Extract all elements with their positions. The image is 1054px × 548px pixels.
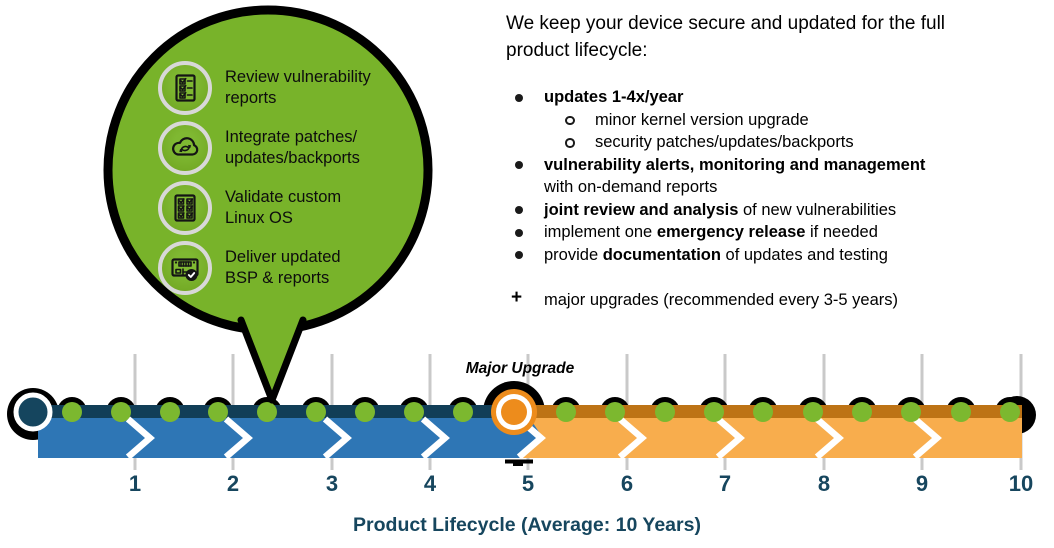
timeline-start-marker	[13, 392, 53, 432]
major-upgrade-marker	[491, 389, 537, 435]
bubble-item-validate: Validate custom Linux OS	[158, 180, 371, 236]
bubble-tail	[237, 316, 307, 404]
year-label: 7	[719, 471, 731, 496]
year-label: 4	[424, 471, 437, 496]
bullet-circle-icon	[565, 138, 575, 148]
year-label: 9	[916, 471, 928, 496]
bullet-text: major upgrades (recommended every 3-5 ye…	[544, 291, 898, 309]
bullet-text: of updates and testing	[720, 245, 888, 264]
board-report-icon	[158, 241, 212, 295]
bubble-item-label: Deliver updated BSP & reports	[225, 248, 341, 287]
bullet-text: documentation	[602, 245, 721, 264]
list-item: vulnerability alerts, monitoring and man…	[506, 154, 1011, 199]
bubble-item-list: Review vulnerability reports Integrate p…	[158, 60, 371, 296]
cloud-sync-icon	[158, 121, 212, 175]
year-label: 3	[326, 471, 338, 496]
year-label: 6	[621, 471, 633, 496]
milestone-dots	[62, 402, 1020, 422]
bullet-text: of new vulnerabilities	[738, 200, 897, 219]
bullet-dot-icon	[515, 206, 523, 214]
list-item-major-upgrades: + major upgrades (recommended every 3-5 …	[506, 287, 1011, 312]
list-item: provide documentation of updates and tes…	[506, 244, 1011, 267]
list-item: joint review and analysis of new vulnera…	[506, 199, 1011, 222]
bullet-text: minor kernel version upgrade	[595, 110, 809, 129]
bullet-dot-icon	[515, 93, 523, 102]
info-panel: We keep your device secure and updated f…	[506, 10, 1011, 312]
bullet-circle-icon	[565, 115, 575, 125]
year-label: 10	[1009, 471, 1033, 496]
bullet-text: emergency release	[656, 223, 806, 241]
bullet-dot-icon	[515, 161, 523, 169]
major-upgrade-label: Major Upgrade	[466, 360, 575, 377]
plus-icon: +	[511, 287, 523, 308]
bullet-text: if needed	[805, 223, 878, 241]
year5-base-marker	[505, 459, 533, 466]
service-bullet-list: updates 1-4x/year minor kernel version u…	[506, 86, 1011, 312]
bullet-text: vulnerability alerts, monitoring and man…	[544, 155, 926, 174]
bullet-text: with on-demand reports	[544, 178, 718, 196]
year-numbers: 1 2 3 4 5 6 7 8 9 10	[129, 471, 1033, 496]
bullet-dot-icon	[515, 228, 523, 237]
list-item: implement one emergency release if neede…	[506, 221, 1011, 244]
bubble-item-review: Review vulnerability reports	[158, 60, 371, 116]
list-item: security patches/updates/backports	[506, 131, 1011, 154]
bullet-text: security patches/updates/backports	[595, 133, 854, 151]
timeline-caption: Product Lifecycle (Average: 10 Years)	[353, 514, 701, 536]
list-item: updates 1-4x/year	[506, 86, 1011, 109]
bubble-item-label: Review vulnerability reports	[225, 68, 371, 107]
bullet-text: joint review and analysis	[544, 200, 739, 219]
bubble-item-label: Validate custom Linux OS	[225, 188, 342, 227]
checklist-icon	[158, 61, 212, 115]
year-label: 8	[818, 471, 830, 496]
lifecycle-timeline: 1 2 3 4 5 6 7 8 9 10 Major Upgrade	[7, 354, 1036, 496]
list-item: minor kernel version upgrade	[506, 109, 1011, 132]
bullet-text: implement one	[544, 223, 657, 241]
bubble-item-deliver: Deliver updated BSP & reports	[158, 240, 371, 296]
bullet-dot-icon	[515, 251, 523, 259]
bubble-item-label: Integrate patches/ updates/backports	[225, 128, 360, 167]
validate-os-icon	[158, 181, 212, 235]
year-label: 2	[227, 471, 239, 496]
year-label: 5	[522, 471, 534, 496]
bubble-item-integrate: Integrate patches/ updates/backports	[158, 120, 371, 176]
year-label: 1	[129, 471, 141, 496]
panel-heading: We keep your device secure and updated f…	[506, 13, 946, 61]
bullet-text: updates 1-4x/year	[544, 88, 684, 106]
bullet-text: provide	[544, 245, 603, 264]
